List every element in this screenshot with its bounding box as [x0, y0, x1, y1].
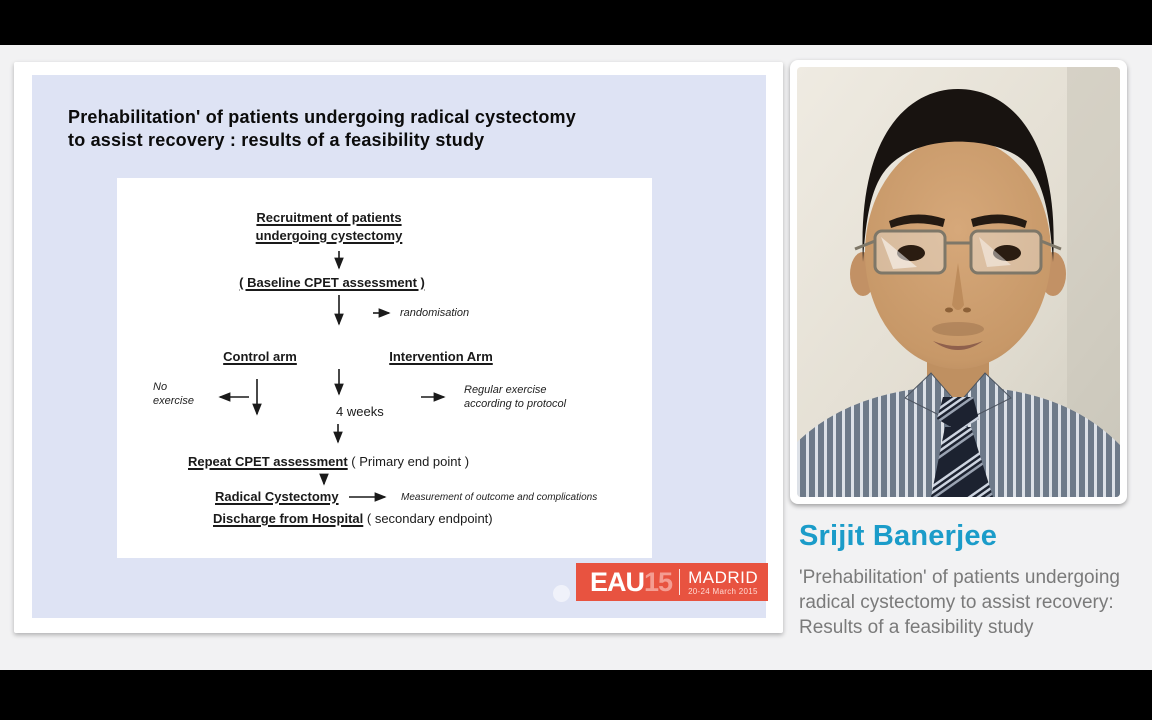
flowchart-arrows	[218, 251, 446, 502]
node-recruitment: Recruitment of patients undergoing cyste…	[255, 210, 403, 243]
talk-title-line2: radical cystectomy to assist recovery:	[799, 592, 1114, 613]
lens-glare-left	[881, 237, 917, 269]
label-measurement: Measurement of outcome and complications	[401, 492, 598, 503]
eau-logo-text: EAU	[590, 566, 645, 597]
label-four-weeks: 4 weeks	[336, 404, 384, 419]
lens-glare-right	[979, 237, 1011, 267]
slide-title-line2: to assist recovery : results of a feasib…	[68, 130, 485, 150]
slide-title: Prehabilitation' of patients undergoing …	[68, 106, 576, 152]
node-intervention-arm: Intervention Arm	[389, 349, 493, 364]
repeat-cpet-label: Repeat CPET assessment	[188, 454, 348, 469]
node-radical-cystectomy: Radical Cystectomy	[215, 489, 339, 504]
talk-title-line1: 'Prehabilitation' of patients undergoing	[799, 567, 1120, 588]
discharge-label: Discharge from Hospital	[213, 511, 364, 526]
nose	[952, 263, 964, 310]
eau-logo-year: 15	[644, 566, 673, 597]
eyebrow-right	[971, 214, 1027, 228]
speaker-panel: Srijit Banerjee 'Prehabilitation' of pat…	[790, 60, 1127, 640]
eyebrow-left	[889, 214, 945, 228]
label-randomisation: randomisation	[400, 307, 470, 319]
node-repeat-cpet: Repeat CPET assessment ( Primary end poi…	[188, 454, 469, 469]
lips	[933, 341, 983, 350]
speaker-portrait-illustration	[797, 67, 1120, 497]
talk-title-line3: Results of a feasibility study	[799, 617, 1034, 638]
speaker-photo	[790, 60, 1127, 504]
tie-knot	[937, 397, 979, 431]
node-baseline-cpet: ( Baseline CPET assessment )	[239, 275, 425, 290]
secondary-endpoint-label: ( secondary endpoint)	[363, 511, 493, 526]
slide-title-line1: Prehabilitation' of patients undergoing …	[68, 107, 576, 127]
hair	[862, 89, 1054, 262]
eye-right	[993, 245, 1021, 261]
label-regular-exercise: Regular exercise according to protocol	[464, 384, 567, 410]
node-discharge: Discharge from Hospital ( secondary endp…	[213, 511, 493, 526]
talk-title: 'Prehabilitation' of patients undergoing…	[799, 565, 1127, 640]
node-control-arm: Control arm	[223, 349, 297, 364]
tie-body	[931, 427, 993, 497]
label-no-exercise: No exercise	[153, 381, 194, 407]
slide-card: Prehabilitation' of patients undergoing …	[14, 62, 783, 633]
watermark-icon	[553, 585, 570, 602]
slide: Prehabilitation' of patients undergoing …	[32, 75, 768, 618]
eau-logo-divider	[679, 569, 681, 595]
letterbox-top	[0, 0, 1152, 45]
eau-logo-city: MADRID	[688, 567, 759, 587]
nostril-right	[963, 307, 971, 313]
letterbox-bottom	[0, 670, 1152, 720]
primary-endpoint-label: ( Primary end point )	[347, 454, 470, 469]
speaker-name: Srijit Banerjee	[799, 520, 998, 552]
nostril-left	[945, 307, 953, 313]
eau-logo-city-block: MADRID 20-24 March 2015	[688, 569, 758, 596]
player-content: Prehabilitation' of patients undergoing …	[0, 45, 1152, 670]
eau-logo-dates: 20-24 March 2015	[688, 586, 758, 596]
upper-lip-shadow	[932, 322, 984, 336]
flowchart: Recruitment of patients undergoing cyste…	[117, 178, 652, 558]
face	[865, 137, 1051, 369]
